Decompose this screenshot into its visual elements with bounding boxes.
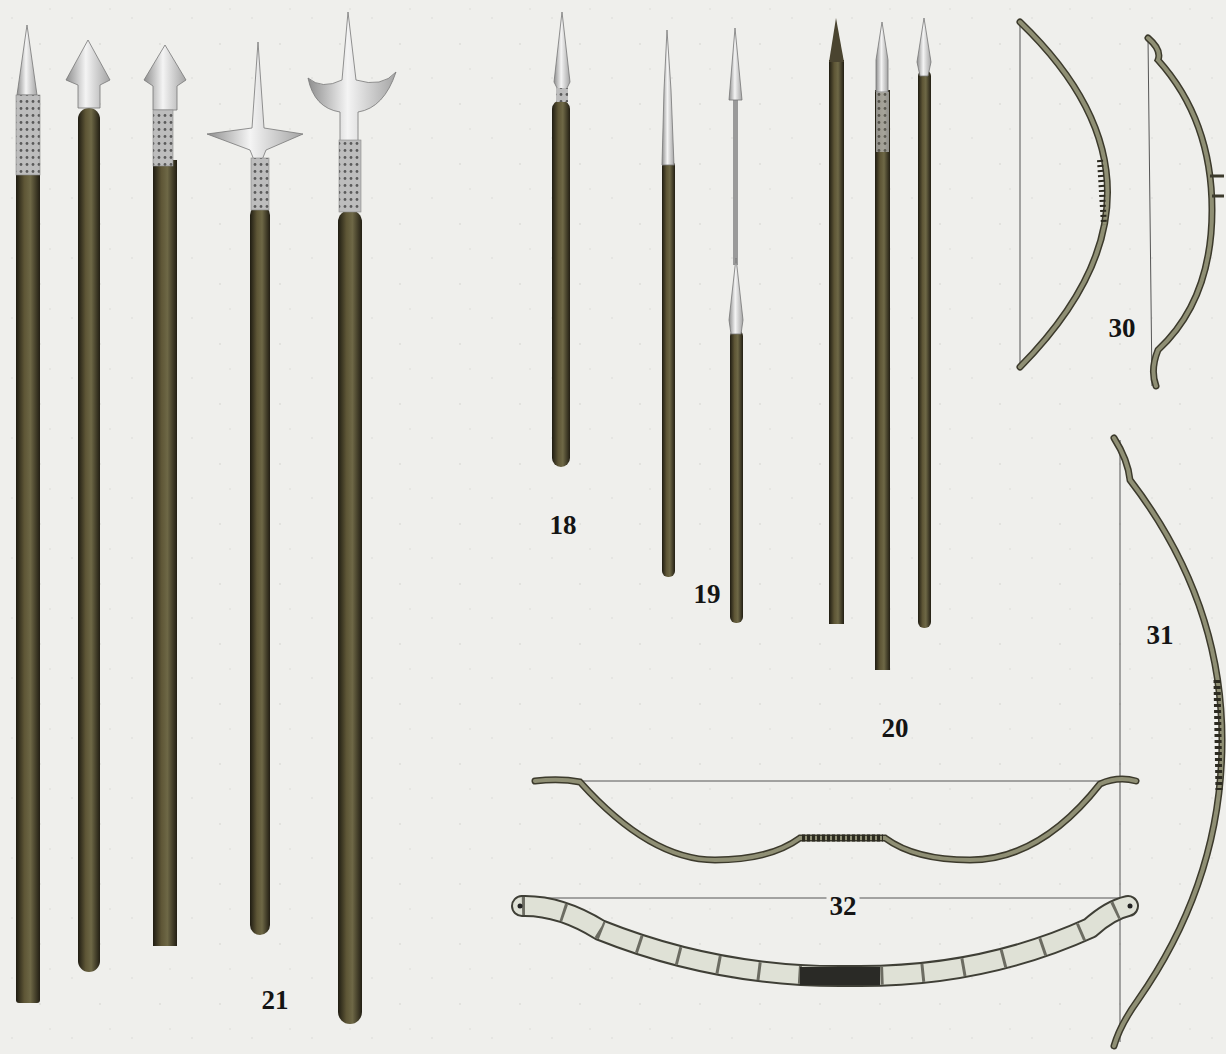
callout-number: 31 (1144, 621, 1177, 649)
spears (16, 12, 396, 1024)
bows (518, 22, 1225, 1046)
callout-number: 30 (1106, 314, 1139, 342)
callout-number: 19 (691, 580, 724, 608)
callout-number: 20 (879, 714, 912, 742)
javelins (552, 12, 931, 670)
callout-number: 32 (827, 892, 860, 920)
callout-number: 21 (259, 986, 292, 1014)
callout-number: 18 (547, 511, 580, 539)
